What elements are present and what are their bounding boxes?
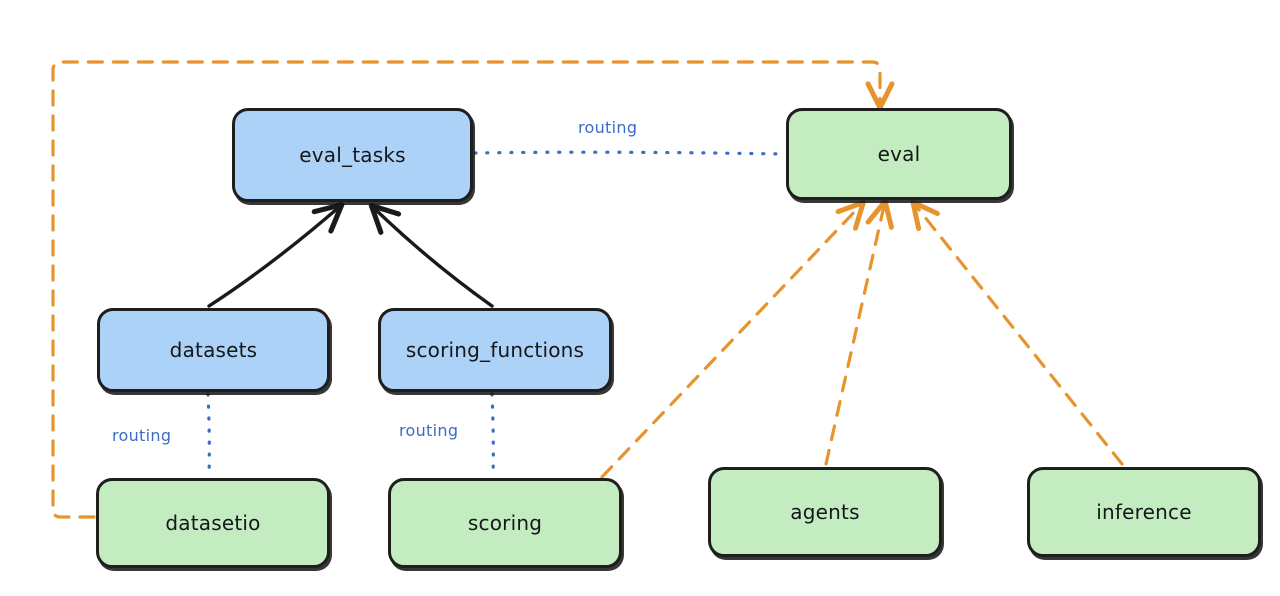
node-label-scoring-functions: scoring_functions (405, 338, 585, 362)
edge-inference-to-eval (916, 206, 1124, 466)
node-eval-tasks[interactable]: eval_tasks (232, 108, 473, 202)
node-inference[interactable]: inference (1027, 467, 1261, 557)
node-label-eval-tasks: eval_tasks (299, 143, 406, 167)
edge-scoring-functions-to-eval-tasks (368, 202, 494, 308)
edge-label-routing-scoring-functions-scoring: routing (399, 421, 459, 440)
node-label-agents: agents (790, 500, 860, 524)
node-eval[interactable]: eval (786, 108, 1012, 200)
edge-datasets-to-eval-tasks (207, 202, 345, 308)
node-label-inference: inference (1096, 500, 1192, 524)
edge-label-routing-datasets-datasetio: routing (112, 426, 172, 445)
node-scoring-functions[interactable]: scoring_functions (378, 308, 612, 392)
edge-datasets-to-datasetio (206, 392, 211, 479)
edge-scoring-to-eval (600, 206, 860, 479)
node-datasets[interactable]: datasets (97, 308, 330, 392)
edge-agents-to-eval (824, 206, 884, 466)
node-label-datasets: datasets (169, 338, 258, 362)
node-agents[interactable]: agents (708, 467, 942, 557)
edge-eval-tasks-to-eval (473, 150, 786, 156)
node-label-datasetio: datasetio (165, 511, 261, 535)
edge-scoring-functions-to-scoring (490, 392, 495, 479)
node-label-eval: eval (877, 142, 921, 166)
edge-label-routing-eval-tasks-eval: routing (578, 118, 638, 137)
node-scoring[interactable]: scoring (388, 478, 622, 568)
node-label-scoring: scoring (467, 511, 543, 535)
node-datasetio[interactable]: datasetio (96, 478, 330, 568)
